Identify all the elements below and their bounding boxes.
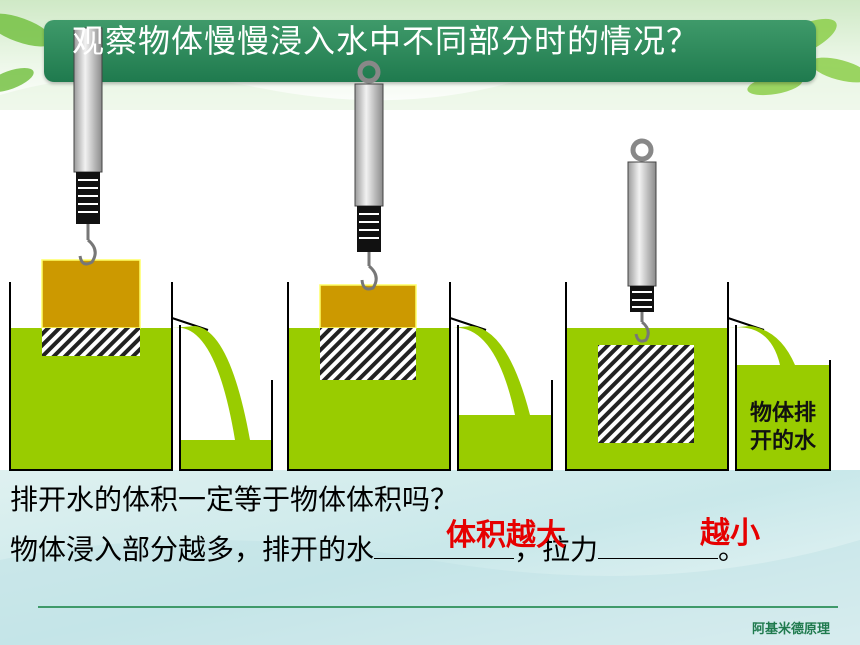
slide-title: 观察物体慢慢浸入水中不同部分时的情况？ <box>72 22 700 60</box>
answer-pull-smaller: 越小 <box>700 516 760 551</box>
question-2: 物体浸入部分越多，排开的水 ，拉力 。 <box>10 532 746 568</box>
question-2-part2: ，拉力 <box>514 533 599 566</box>
answer-blank-2 <box>598 534 719 559</box>
answer-blank-1 <box>374 534 515 559</box>
question-2-part3: 。 <box>718 533 747 566</box>
overflow-label-line2: 开的水 <box>749 429 816 454</box>
title-banner <box>44 20 816 82</box>
footer-divider <box>38 606 838 608</box>
overflow-water-label: 物体排 开的水 <box>736 400 830 456</box>
setup-3 <box>565 138 831 471</box>
setup-2 <box>287 60 553 471</box>
setup-1 <box>9 27 273 471</box>
footer-caption: 阿基米德原理 <box>751 622 830 637</box>
overflow-label-line1: 物体排 <box>749 401 816 426</box>
question-1: 排开水的体积一定等于物体体积吗？ <box>10 483 459 516</box>
question-2-part1: 物体浸入部分越多，排开的水 <box>10 533 375 566</box>
answer-volume-larger: 体积越大 <box>446 518 566 553</box>
